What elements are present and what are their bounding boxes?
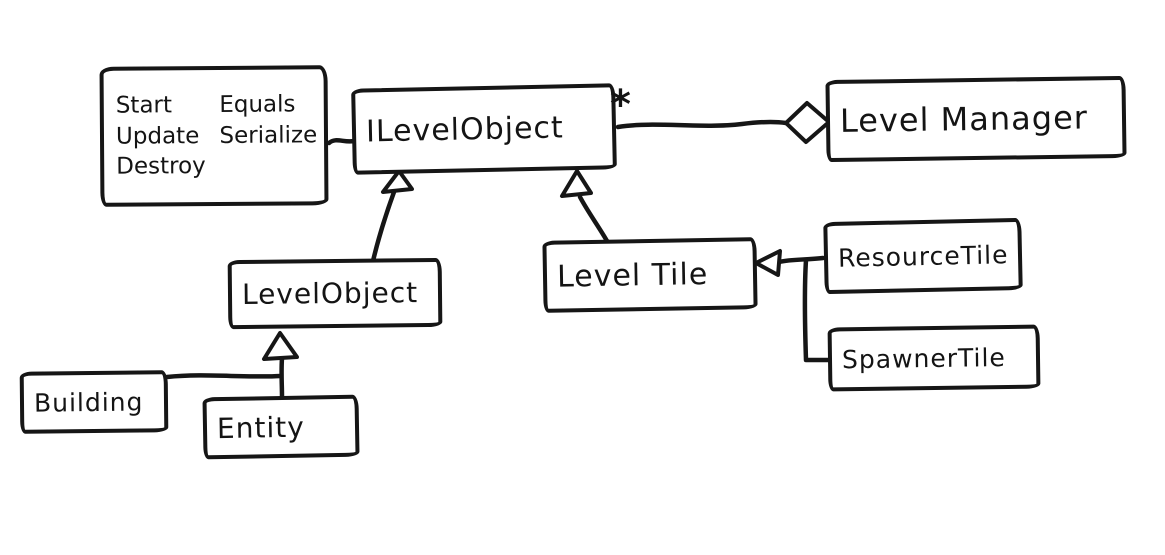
- method-destroy: Destroy: [116, 153, 206, 180]
- node-levelmanager-label: Level Manager: [839, 98, 1089, 140]
- aggregation-line: [615, 119, 789, 130]
- inheritance-line-spawnertile: [802, 257, 832, 363]
- aggregation-diamond: [784, 101, 831, 144]
- method-equals: Equals: [219, 91, 296, 119]
- node-ilevelobject-label: ILevelObject: [365, 109, 565, 149]
- node-entity: Entity: [202, 394, 360, 460]
- method-update: Update: [115, 122, 200, 150]
- node-levelobject: LevelObject: [227, 257, 443, 330]
- note-link-line: [326, 138, 357, 146]
- methods-column-2: Equals Serialize: [219, 90, 317, 182]
- inheritance-line-leveltile: [577, 194, 614, 247]
- inheritance-line-building: [164, 373, 284, 380]
- inheritance-arrow-leveltile: [560, 169, 593, 198]
- inheritance-line-levelobject: [370, 189, 397, 264]
- node-levelobject-label: LevelObject: [241, 276, 419, 311]
- inheritance-arrow-levelobject-bottom: [262, 331, 299, 361]
- node-entity-label: Entity: [216, 410, 306, 445]
- node-leveltile: Level Tile: [542, 237, 758, 313]
- node-leveltile-label: Level Tile: [556, 256, 709, 295]
- node-spawnertile-label: SpawnerTile: [841, 342, 1006, 374]
- node-spawnertile: SpawnerTile: [827, 324, 1041, 392]
- inheritance-line-resourcetile: [776, 255, 826, 265]
- method-serialize: Serialize: [219, 122, 318, 149]
- inheritance-arrow-leveltile-right: [754, 249, 782, 277]
- node-ilevelobject: ILevelObject: [351, 83, 617, 175]
- multiplicity-star: *: [610, 82, 631, 128]
- node-interface-methods: Start Update Destroy Equals Serialize: [99, 65, 329, 207]
- methods-column-1: Start Update Destroy: [116, 91, 206, 183]
- methods-columns: Start Update Destroy Equals Serialize: [104, 84, 322, 189]
- node-resourcetile: ResourceTile: [823, 217, 1023, 295]
- node-building-label: Building: [33, 386, 144, 418]
- method-start: Start: [115, 92, 173, 120]
- node-building: Building: [19, 370, 169, 434]
- inheritance-arrow-levelobject: [381, 169, 414, 194]
- node-resourcetile-label: ResourceTile: [837, 239, 1009, 273]
- node-levelmanager: Level Manager: [825, 75, 1127, 163]
